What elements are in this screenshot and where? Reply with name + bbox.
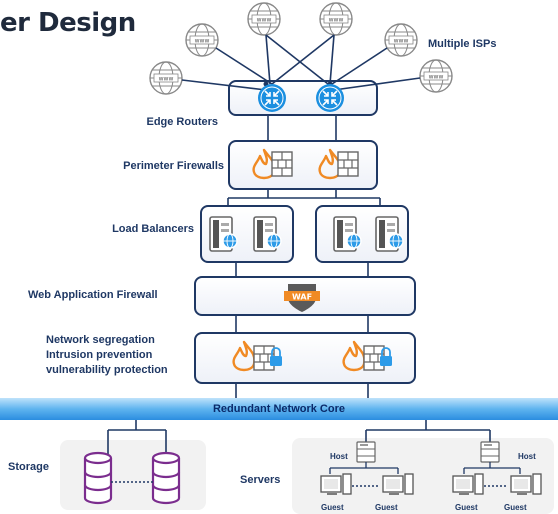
isp-links bbox=[181, 34, 421, 91]
isp-globe-icon-6 bbox=[419, 59, 453, 93]
isps-label: Multiple ISPs bbox=[428, 38, 497, 50]
guest-label-2: Guest bbox=[375, 503, 398, 512]
load-balancer-icon-4 bbox=[375, 216, 404, 252]
load-balancer-icon-1 bbox=[209, 216, 238, 252]
host-left-label: Host bbox=[330, 452, 348, 461]
database-icon-2 bbox=[151, 451, 181, 505]
isp-globe-icon-1 bbox=[185, 23, 219, 57]
segmentation-label-3: vulnerability protection bbox=[46, 364, 168, 376]
waf-shield-icon: WAF bbox=[284, 284, 320, 312]
firewall-lock-icon-2 bbox=[342, 340, 392, 372]
core-connectors bbox=[107, 420, 491, 458]
isp-globe-icon-4 bbox=[384, 23, 418, 57]
database-icon-1 bbox=[83, 451, 113, 505]
guest-label-4: Guest bbox=[504, 503, 527, 512]
perimeter-firewalls-label: Perimeter Firewalls bbox=[123, 160, 224, 172]
router-icon-2 bbox=[315, 83, 345, 113]
network-core-band: Redundant Network Core bbox=[0, 398, 558, 420]
servers-label: Servers bbox=[240, 474, 281, 486]
isp-globe-icon-5 bbox=[149, 61, 183, 95]
host-server-icon-1 bbox=[356, 441, 376, 463]
page-title: er Design bbox=[0, 8, 136, 38]
load-balancers-label: Load Balancers bbox=[112, 223, 194, 235]
segmentation-label-2: Intrusion prevention bbox=[46, 349, 153, 361]
guest-vm-icon-2 bbox=[382, 473, 414, 495]
waf-badge-text: WAF bbox=[292, 293, 312, 302]
isp-globe-icon-3 bbox=[319, 2, 353, 36]
edge-routers-tier bbox=[228, 80, 378, 116]
load-balancer-icon-3 bbox=[333, 216, 362, 252]
guest-label-1: Guest bbox=[321, 503, 344, 512]
waf-label: Web Application Firewall bbox=[28, 289, 158, 301]
guest-label-3: Guest bbox=[455, 503, 478, 512]
router-icon-1 bbox=[257, 83, 287, 113]
firewall-icon-2 bbox=[318, 148, 359, 180]
guest-vm-icon-4 bbox=[510, 473, 542, 495]
isp-globe-icon-2 bbox=[247, 2, 281, 36]
segmentation-label-1: Network segregation bbox=[46, 334, 155, 346]
tier-connectors bbox=[227, 116, 381, 398]
host-right-label: Host bbox=[518, 452, 536, 461]
storage-label: Storage bbox=[8, 461, 49, 473]
load-balancer-icon-2 bbox=[253, 216, 282, 252]
firewall-lock-icon-1 bbox=[232, 340, 282, 372]
guest-vm-icon-3 bbox=[452, 473, 484, 495]
guest-vm-icon-1 bbox=[320, 473, 352, 495]
host-links bbox=[329, 462, 521, 474]
edge-routers-label: Edge Routers bbox=[146, 116, 218, 128]
firewall-icon-1 bbox=[252, 148, 293, 180]
host-server-icon-2 bbox=[480, 441, 500, 463]
